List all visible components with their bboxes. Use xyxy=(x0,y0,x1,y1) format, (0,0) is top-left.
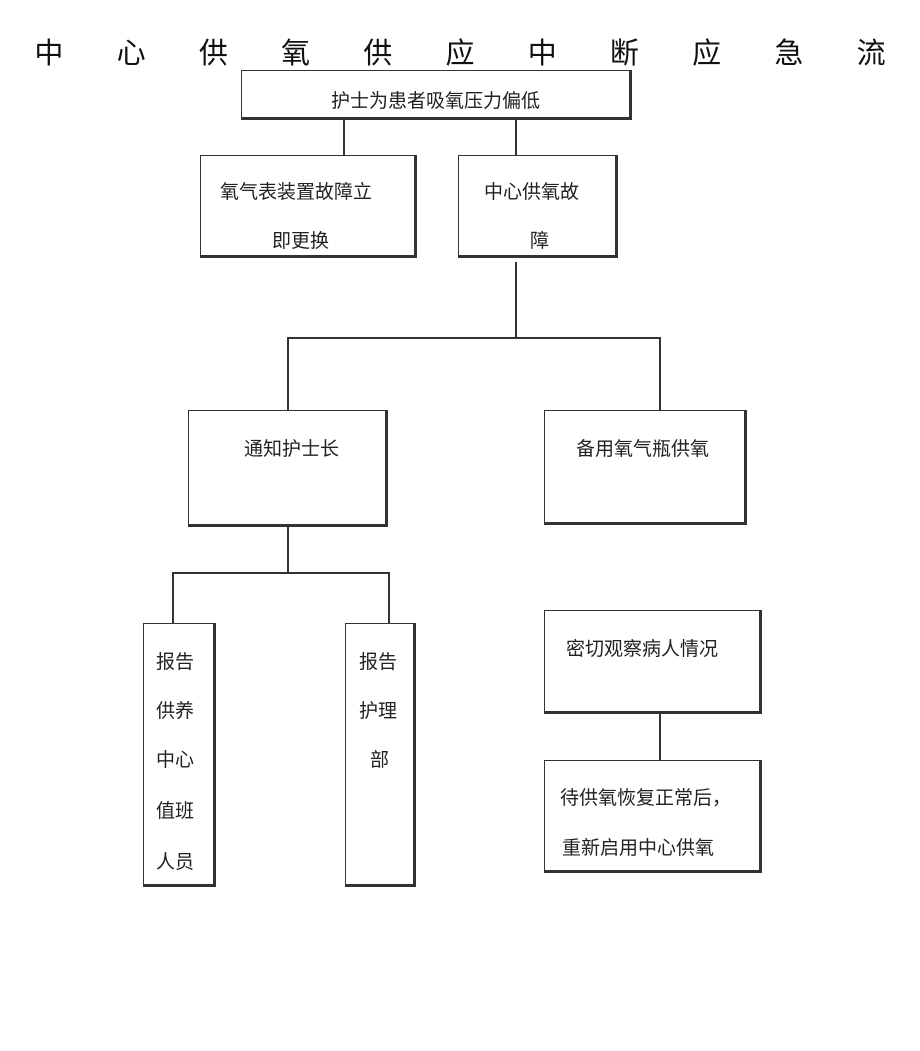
report-nursing-line-1: 报告 xyxy=(359,651,398,673)
connector-observe-down xyxy=(659,712,661,760)
connector-report-horizontal xyxy=(172,572,390,574)
box-backup-cylinder xyxy=(544,410,747,525)
restore-label-line1: 待供氧恢复正常后， xyxy=(560,787,732,809)
backup-cylinder-label: 备用氧气瓶供氧 xyxy=(576,438,710,460)
meter-fault-label-line2: 即更换 xyxy=(272,230,330,252)
connector-report-left xyxy=(172,572,174,624)
report-supply-line-5: 人员 xyxy=(156,851,195,873)
connector-branch-right xyxy=(659,337,661,411)
connector-branch-horizontal xyxy=(287,337,661,339)
connector-start-to-central xyxy=(515,118,517,156)
connector-headnurse-down xyxy=(287,525,289,573)
box-report-nursing xyxy=(345,623,416,887)
meter-fault-label-line1: 氧气表装置故障立 xyxy=(220,181,373,203)
box-observe-patient xyxy=(544,610,762,714)
connector-branch-left xyxy=(287,337,289,411)
box-notify-head-nurse xyxy=(188,410,388,527)
box-restore xyxy=(544,760,762,873)
start-label: 护士为患者吸氧压力偏低 xyxy=(331,90,541,112)
central-fault-label-line2: 障 xyxy=(530,230,550,252)
report-nursing-line-2: 护理 xyxy=(359,700,398,722)
box-report-supply xyxy=(143,623,216,887)
box-meter-fault xyxy=(200,155,417,258)
connector-start-to-meter xyxy=(343,118,345,156)
connector-report-right xyxy=(388,572,390,624)
report-supply-line-4: 值班 xyxy=(156,800,195,822)
observe-patient-label: 密切观察病人情况 xyxy=(566,638,719,660)
report-supply-line-1: 报告 xyxy=(156,651,195,673)
connector-central-down xyxy=(515,262,517,338)
report-supply-line-3: 中心 xyxy=(156,749,195,771)
box-start xyxy=(241,70,632,120)
restore-label-line2: 重新启用中心供氧 xyxy=(562,837,715,859)
report-nursing-line-3: 部 xyxy=(370,749,390,771)
central-fault-label-line1: 中心供氧故 xyxy=(484,181,580,203)
report-supply-line-2: 供养 xyxy=(156,700,195,722)
box-central-fault xyxy=(458,155,618,258)
notify-head-nurse-label: 通知护士长 xyxy=(244,438,340,460)
